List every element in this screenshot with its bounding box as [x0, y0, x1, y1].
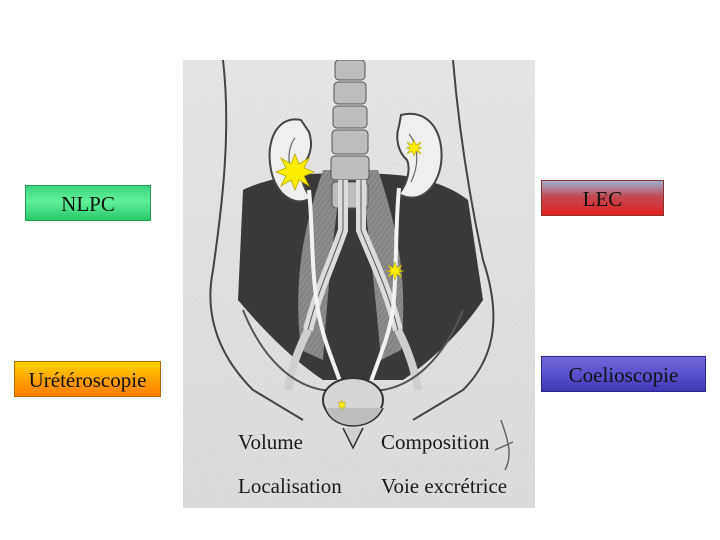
coelioscopie-label: Coelioscopie	[541, 356, 706, 392]
urinary-tract-illustration	[183, 60, 535, 508]
bladder	[322, 377, 384, 450]
stone-icon	[337, 399, 347, 411]
spine	[330, 60, 370, 209]
left-ureter	[366, 187, 401, 391]
lec-label: LEC	[541, 180, 664, 216]
stone-icon	[405, 139, 423, 157]
nlpc-label: NLPC	[25, 185, 151, 221]
stone-icon	[385, 261, 405, 281]
criterion-voie-excretrice: Voie excrétrice	[381, 474, 508, 498]
stone-icon	[274, 152, 316, 192]
right-ureter	[307, 189, 345, 391]
criterion-localisation: Localisation	[238, 474, 342, 498]
ureteroscopie-label: Urétéroscopie	[14, 361, 161, 397]
criterion-volume: Volume	[238, 430, 303, 454]
criterion-composition: Composition	[381, 430, 490, 454]
